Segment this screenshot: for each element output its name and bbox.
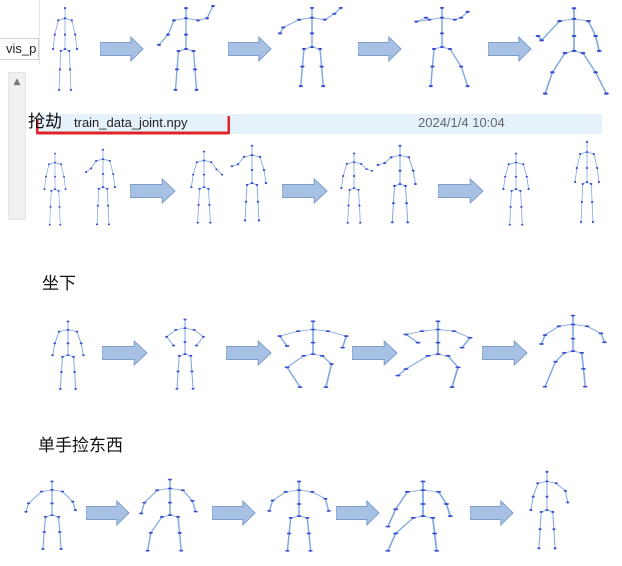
arrow-row4-2 (212, 500, 256, 526)
vertical-scrollbar[interactable]: ▲ (8, 72, 26, 220)
skeleton-row1-1 (51, 6, 79, 91)
arrow-row2-3 (438, 178, 484, 204)
skeleton-row4-5 (529, 470, 570, 550)
skeleton-row2-robber-4 (573, 140, 601, 224)
arrow-row1-1 (100, 36, 144, 62)
skeleton-row1-4 (414, 6, 470, 88)
skeleton-row2-robber-2 (230, 144, 268, 222)
arrow-row3-4 (482, 340, 528, 366)
arrow-row4-4 (470, 500, 514, 526)
skeleton-row1-3 (277, 6, 343, 88)
skeleton-row3-2 (165, 318, 205, 390)
skeleton-row3-4 (395, 320, 473, 388)
skeleton-row2-victim-3 (340, 152, 374, 224)
skeleton-row2-robber-3 (376, 144, 417, 224)
file-modified-date: 2024/1/4 10:04 (418, 115, 505, 130)
skeleton-row1-5 (535, 7, 609, 95)
selected-file-row[interactable] (38, 114, 602, 134)
skeleton-row4-1 (24, 480, 78, 550)
arrow-row1-4 (488, 36, 532, 62)
skeleton-row4-2 (139, 478, 198, 552)
skeleton-row1-2 (157, 4, 215, 91)
arrow-row3-2 (226, 340, 272, 366)
arrow-row1-2 (228, 36, 272, 62)
arrow-row2-1 (130, 178, 176, 204)
section-label-robbery: 抢劫 (28, 112, 62, 132)
arrow-row3-1 (102, 340, 148, 366)
skeleton-row3-3 (277, 320, 349, 388)
scroll-up-icon[interactable]: ▲ (13, 77, 21, 87)
arrow-row4-1 (86, 500, 130, 526)
skeleton-row4-4 (385, 480, 453, 552)
skeleton-row4-3 (267, 480, 331, 552)
section-label-sit-down: 坐下 (42, 274, 76, 294)
arrow-row3-3 (352, 340, 398, 366)
red-underline-annotation (36, 116, 230, 135)
skeleton-row3-5 (539, 314, 607, 388)
skeleton-row2-victim-2 (190, 150, 224, 224)
arrow-row1-3 (358, 36, 402, 62)
file-name: train_data_joint.npy (74, 115, 188, 130)
folder-tab[interactable]: vis_p (0, 38, 39, 60)
section-label-pick-up-one-hand: 单手捡东西 (38, 436, 123, 456)
skeleton-row2-victim-1 (43, 152, 67, 226)
skeleton-row2-victim-4 (502, 152, 530, 226)
skeleton-row3-1 (51, 320, 85, 390)
skeleton-row2-robber-1 (84, 148, 117, 226)
arrow-row2-2 (282, 178, 328, 204)
arrow-row4-3 (336, 500, 380, 526)
